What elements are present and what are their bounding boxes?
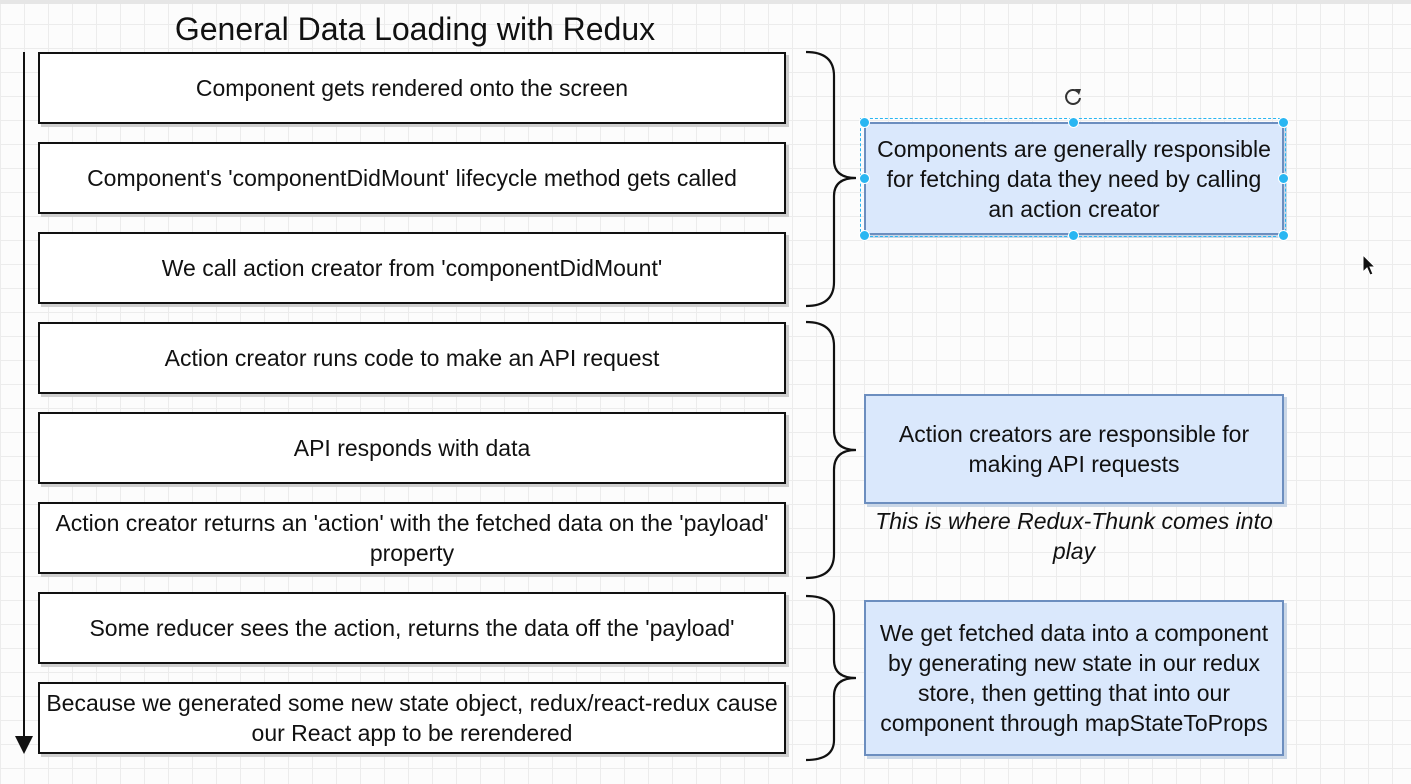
resize-handle-se[interactable] [1278, 230, 1289, 241]
step-render[interactable]: Component gets rendered onto the screen [38, 52, 786, 124]
resize-handle-n[interactable] [1068, 117, 1079, 128]
selection-outline [860, 118, 1286, 237]
resize-handle-w[interactable] [859, 173, 870, 184]
brace-group-1 [805, 50, 857, 308]
step-reducer[interactable]: Some reducer sees the action, returns th… [38, 592, 786, 664]
rotate-handle-icon[interactable] [1062, 86, 1084, 108]
brace-group-2 [805, 320, 857, 580]
step-call-action-creator[interactable]: We call action creator from 'componentDi… [38, 232, 786, 304]
resize-handle-e[interactable] [1278, 173, 1289, 184]
resize-handle-ne[interactable] [1278, 117, 1289, 128]
note-fetched-data-state[interactable]: We get fetched data into a component by … [864, 600, 1284, 756]
resize-handle-nw[interactable] [859, 117, 870, 128]
diagram-title: General Data Loading with Redux [174, 11, 656, 47]
note-action-creators[interactable]: Action creators are responsible for maki… [864, 394, 1284, 504]
top-rule [0, 0, 1411, 4]
mouse-cursor-icon [1362, 254, 1377, 276]
step-api-request[interactable]: Action creator runs code to make an API … [38, 322, 786, 394]
step-return-action[interactable]: Action creator returns an 'action' with … [38, 502, 786, 574]
note-components-fetch[interactable]: Components are generally responsible for… [864, 122, 1284, 235]
resize-handle-sw[interactable] [859, 230, 870, 241]
resize-handle-s[interactable] [1068, 230, 1079, 241]
step-component-did-mount[interactable]: Component's 'componentDidMount' lifecycl… [38, 142, 786, 214]
step-api-responds[interactable]: API responds with data [38, 412, 786, 484]
step-rerender[interactable]: Because we generated some new state obje… [38, 682, 786, 754]
flow-arrow-head [15, 736, 33, 754]
brace-group-3 [805, 594, 857, 762]
note-redux-thunk: This is where Redux-Thunk comes into pla… [875, 508, 1273, 564]
